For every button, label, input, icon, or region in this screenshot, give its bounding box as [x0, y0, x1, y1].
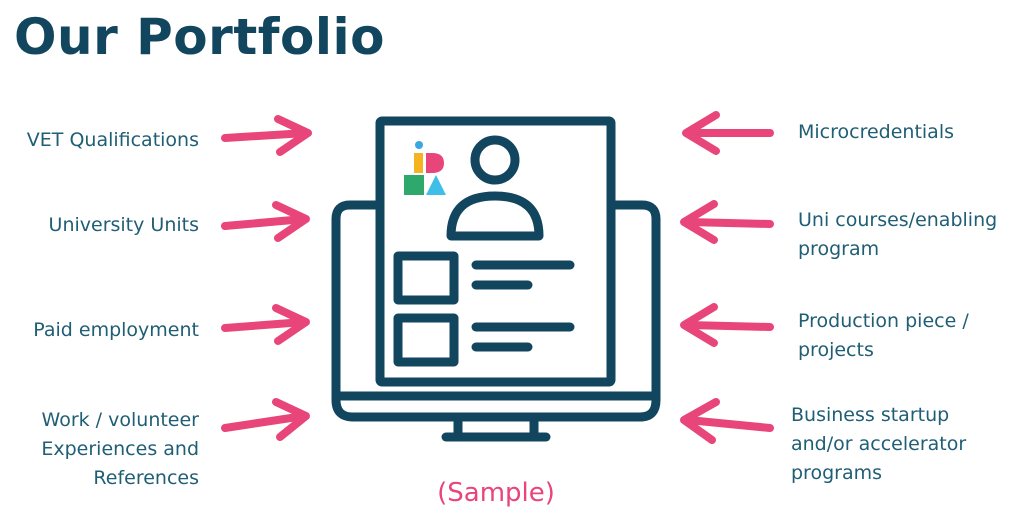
- left-label-work: Work / volunteer Experiences and Referen…: [41, 409, 199, 489]
- portfolio-monitor-icon: [331, 116, 661, 442]
- left-arrow-icon: [680, 200, 774, 244]
- right-arrow-icon: [221, 398, 310, 441]
- logo-icon: [404, 141, 446, 195]
- right-arrow-icon: [221, 201, 310, 242]
- left-label-employment: Paid employment: [33, 319, 199, 341]
- page-title: Our Portfolio: [14, 8, 385, 66]
- right-arrow-icon: [221, 115, 312, 156]
- sample-label: (Sample): [437, 478, 555, 508]
- left-arrow-icon: [680, 303, 774, 347]
- left-arrow-icon: [682, 111, 774, 155]
- right-label-microcredentials: Microcredentials: [798, 121, 955, 143]
- left-label-vet: VET Qualifications: [26, 129, 199, 151]
- right-label-uni-courses: Uni courses/enabling program: [798, 209, 998, 260]
- left-arrow-icon: [680, 398, 774, 444]
- right-arrow-icon: [221, 304, 310, 345]
- right-label-production: Production piece / projects: [798, 310, 969, 361]
- right-label-business: Business startup and/or accelerator prog…: [791, 404, 967, 484]
- left-label-university: University Units: [48, 214, 199, 236]
